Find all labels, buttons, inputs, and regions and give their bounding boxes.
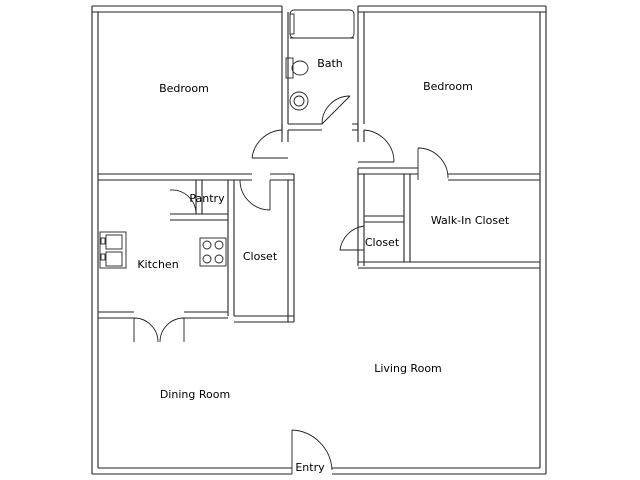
walk-in-closet-door bbox=[417, 147, 449, 180]
bedroom-right-walls bbox=[357, 124, 540, 181]
closet-right-rooms bbox=[339, 168, 540, 269]
closet-center-label: Closet bbox=[243, 250, 278, 263]
bath-room bbox=[285, 9, 358, 131]
bedroom-right-door bbox=[358, 129, 395, 163]
pantry-room bbox=[169, 180, 228, 221]
exterior-walls bbox=[91, 5, 547, 475]
stove-icon bbox=[199, 237, 227, 267]
bedroom-left-door bbox=[251, 129, 288, 159]
dining-room-label: Dining Room bbox=[160, 388, 230, 401]
kitchen-label: Kitchen bbox=[137, 258, 178, 271]
closet-right-label: Closet bbox=[365, 236, 400, 249]
walk-in-closet-label: Walk-In Closet bbox=[431, 214, 510, 227]
kitchen-door-right bbox=[159, 317, 185, 343]
double-sink-icon bbox=[99, 231, 127, 269]
bathtub-icon bbox=[289, 9, 355, 39]
closet-center-room bbox=[234, 173, 295, 323]
bedroom-left-walls bbox=[98, 124, 289, 181]
closet-center-door bbox=[239, 179, 271, 211]
closet-right-door bbox=[339, 225, 365, 251]
pantry-door bbox=[169, 189, 197, 215]
bath-door bbox=[321, 95, 351, 125]
bedroom-right-label: Bedroom bbox=[423, 80, 473, 93]
kitchen-door-left bbox=[133, 317, 159, 343]
entry-door bbox=[291, 429, 333, 474]
bath-label: Bath bbox=[317, 57, 343, 70]
pantry-label: Pantry bbox=[189, 192, 225, 205]
toilet-icon bbox=[285, 57, 309, 79]
living-room-label: Living Room bbox=[374, 362, 442, 375]
sink-icon bbox=[289, 91, 309, 111]
bedroom-left-label: Bedroom bbox=[159, 82, 209, 95]
entry-label: Entry bbox=[295, 461, 325, 474]
kitchen-walls bbox=[98, 180, 235, 343]
